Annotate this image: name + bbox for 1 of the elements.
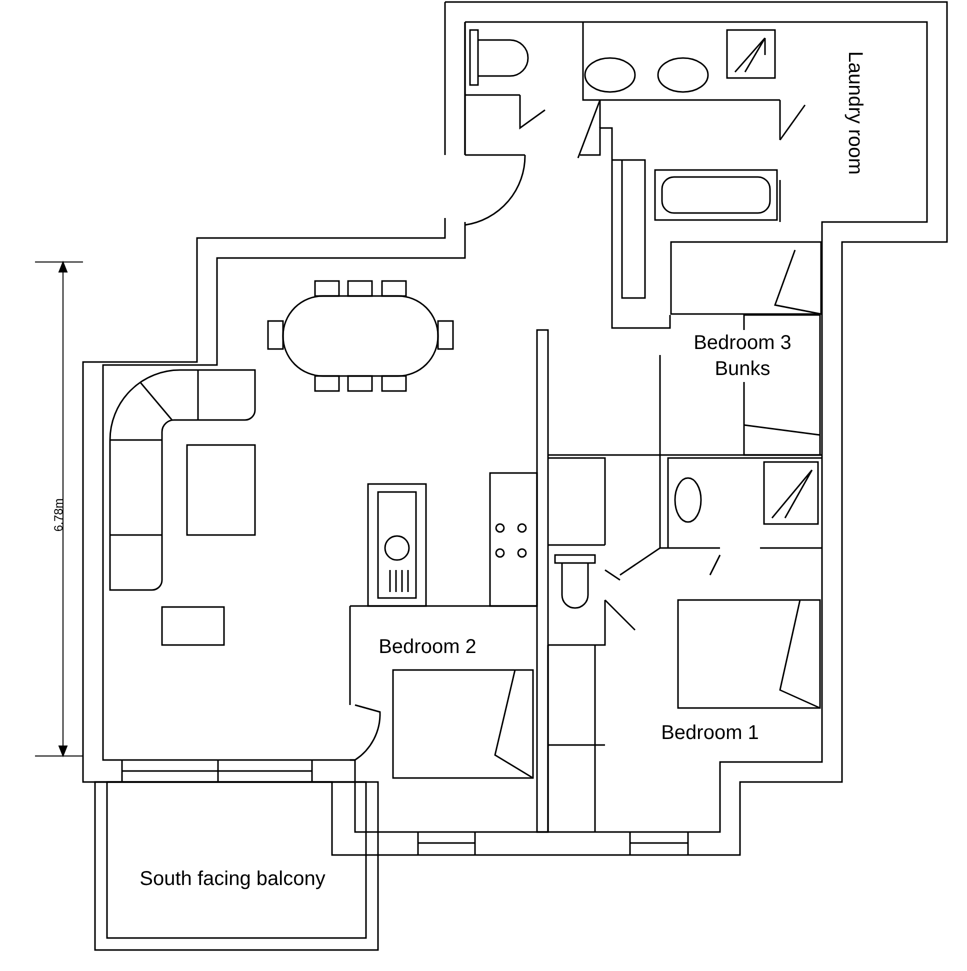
dimension-label: 6.78m [52,498,66,532]
